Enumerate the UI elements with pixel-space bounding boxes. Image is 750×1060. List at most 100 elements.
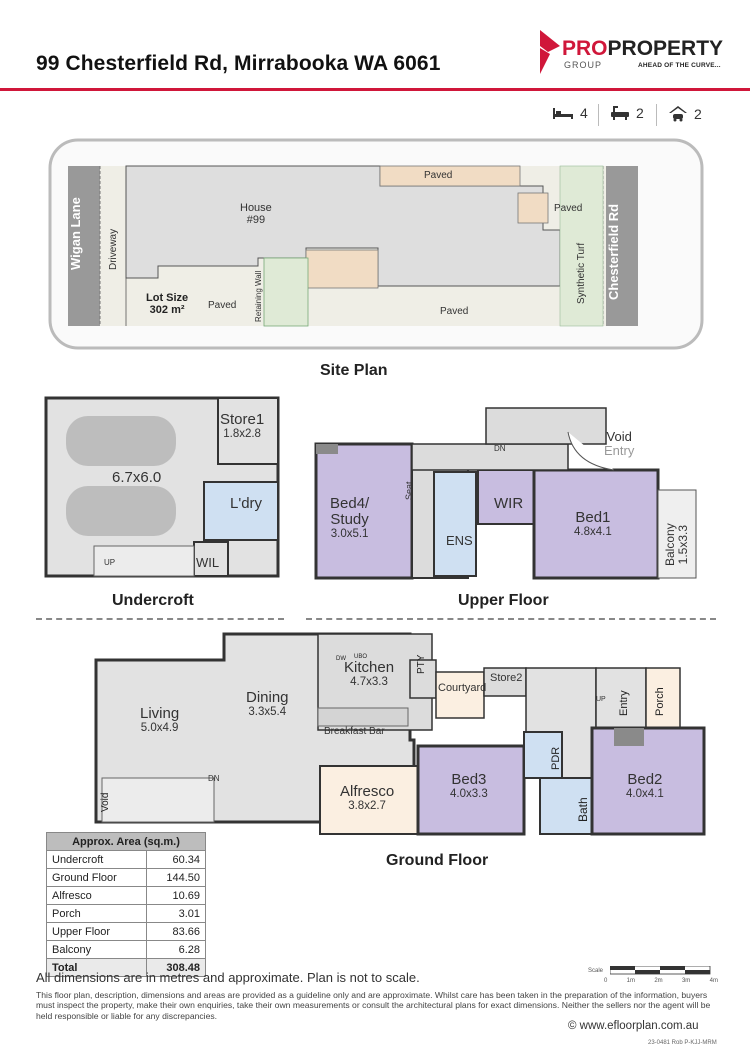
lot-size-value: 302 m²	[149, 304, 185, 316]
wigan-lane-label: Wigan Lane	[68, 197, 83, 270]
garages-count: 2	[694, 106, 702, 122]
scale-ticks: 0 1m 2m 3m 4m	[604, 978, 718, 984]
wir-name: WIR	[494, 495, 524, 512]
ubo-label: UBO	[354, 654, 368, 660]
paved-right-label: Paved	[554, 203, 583, 214]
area-value: 60.34	[146, 850, 206, 869]
courtyard-label: Courtyard	[438, 682, 487, 694]
scale-tick: 0	[604, 978, 608, 984]
area-value: 144.50	[146, 868, 206, 887]
undercroft-drawing	[44, 396, 280, 578]
logo-pro: PRO	[562, 37, 608, 60]
bed2-dim: 4.0x4.1	[626, 787, 664, 800]
area-name: Undercroft	[45, 850, 148, 869]
pdr-label: PDR	[550, 746, 562, 770]
store2-label: Store2	[490, 672, 523, 684]
ground-dn: DN	[208, 774, 220, 783]
area-value: 83.66	[146, 922, 206, 941]
synthetic-turf-label: Synthetic Turf	[576, 242, 587, 304]
area-name: Balcony	[45, 940, 148, 959]
wil-name: WIL	[196, 555, 220, 570]
bed-icon	[553, 108, 573, 119]
ground-floor-drawing	[94, 632, 706, 836]
upper-void-name: Void	[606, 429, 632, 444]
balcony-room: Balcony 1.5x3.3	[663, 523, 691, 566]
bed2-room: Bed2 4.0x4.1	[626, 772, 664, 800]
dimension-note: All dimensions are in metres and approxi…	[36, 970, 420, 985]
bed3-name: Bed3	[451, 771, 487, 788]
chesterfield-rd-label: Chesterfield Rd	[606, 203, 621, 300]
porch-label: Porch	[654, 687, 666, 716]
area-table-header: Approx. Area (sq.m.)	[46, 832, 206, 851]
beds-count: 4	[580, 105, 588, 121]
area-value: 3.01	[146, 904, 206, 923]
ens-name: ENS	[446, 533, 473, 548]
logo-tagline: AHEAD OF THE CURVE...	[638, 62, 721, 69]
total-value: 308.48	[146, 958, 206, 977]
scale-label: Scale	[588, 968, 604, 974]
house-label: House #99	[240, 202, 272, 226]
bed3-dim: 4.0x3.3	[450, 787, 488, 800]
bath-icon	[611, 106, 629, 120]
bed1-dim: 4.8x4.1	[574, 525, 612, 538]
logo-property: PROPERTY	[607, 37, 724, 60]
section-divider	[36, 618, 284, 620]
bath-label: Bath	[576, 797, 590, 822]
retaining-wall-label: Retaining Wall	[254, 270, 263, 322]
alfresco-room: Alfresco 3.8x2.7	[340, 784, 394, 812]
undercroft-title: Undercroft	[112, 592, 194, 609]
store1-room: Store1 1.8x2.8	[220, 412, 264, 440]
upper-floor-drawing	[314, 407, 697, 580]
bed4-room: Bed4/ Study 3.0x5.1	[330, 496, 369, 540]
upper-floor-title: Upper Floor	[458, 592, 549, 609]
living-name: Living	[140, 705, 180, 722]
ground-floor-title: Ground Floor	[386, 852, 489, 869]
paved-left-label: Paved	[208, 300, 237, 311]
lot-size: Lot Size 302 m²	[146, 292, 188, 316]
logo-group: GROUP	[564, 60, 603, 70]
kitchen-name: Kitchen	[344, 659, 395, 676]
ground-entry-label: Entry	[618, 690, 630, 716]
bed4-name: Bed4/	[330, 495, 370, 512]
ground-void-label: Void	[100, 792, 111, 812]
logo-mark-icon	[540, 30, 560, 74]
area-name: Alfresco	[45, 886, 148, 905]
bed2-name: Bed2	[627, 771, 663, 788]
garages-feature: 2	[668, 105, 702, 123]
dining-room: Dining 3.3x5.4	[246, 690, 289, 718]
alfresco-dim: 3.8x2.7	[348, 799, 386, 812]
living-room: Living 5.0x4.9	[140, 706, 179, 734]
scale-tick: 2m	[654, 978, 663, 984]
seat-label: Seat	[404, 481, 414, 500]
area-value: 10.69	[146, 886, 206, 905]
baths-feature: 2	[610, 105, 644, 121]
balcony-dim: 1.5x3.3	[676, 524, 691, 565]
logo-wordmark: PROPROPERTY	[562, 38, 723, 59]
area-name: Porch	[45, 904, 148, 923]
scale-bar	[610, 966, 711, 975]
ground-up: UP	[596, 696, 606, 703]
upper-entry-name: Entry	[604, 442, 635, 458]
laundry-name: L'dry	[230, 495, 263, 512]
property-address: 99 Chesterfield Rd, Mirrabooka WA 6061	[36, 52, 441, 75]
dw-label: DW	[336, 656, 346, 662]
header-divider	[0, 88, 750, 91]
bed1-name: Bed1	[575, 509, 611, 526]
store1-name: Store1	[220, 411, 265, 428]
scale-tick: 4m	[709, 978, 718, 984]
house-name: House	[240, 202, 272, 214]
alfresco-name: Alfresco	[340, 783, 395, 800]
area-name: Upper Floor	[45, 922, 148, 941]
bed3-room: Bed3 4.0x3.3	[450, 772, 488, 800]
website-link[interactable]: © www.efloorplan.com.au	[568, 1020, 699, 1032]
baths-count: 2	[636, 105, 644, 121]
section-divider	[306, 618, 716, 620]
kitchen-room: Kitchen 4.7x3.3	[344, 660, 394, 688]
beds-feature: 4	[552, 105, 588, 121]
dining-dim: 3.3x5.4	[248, 705, 287, 718]
feature-separator	[656, 104, 657, 126]
scale-tick: 3m	[681, 978, 691, 984]
